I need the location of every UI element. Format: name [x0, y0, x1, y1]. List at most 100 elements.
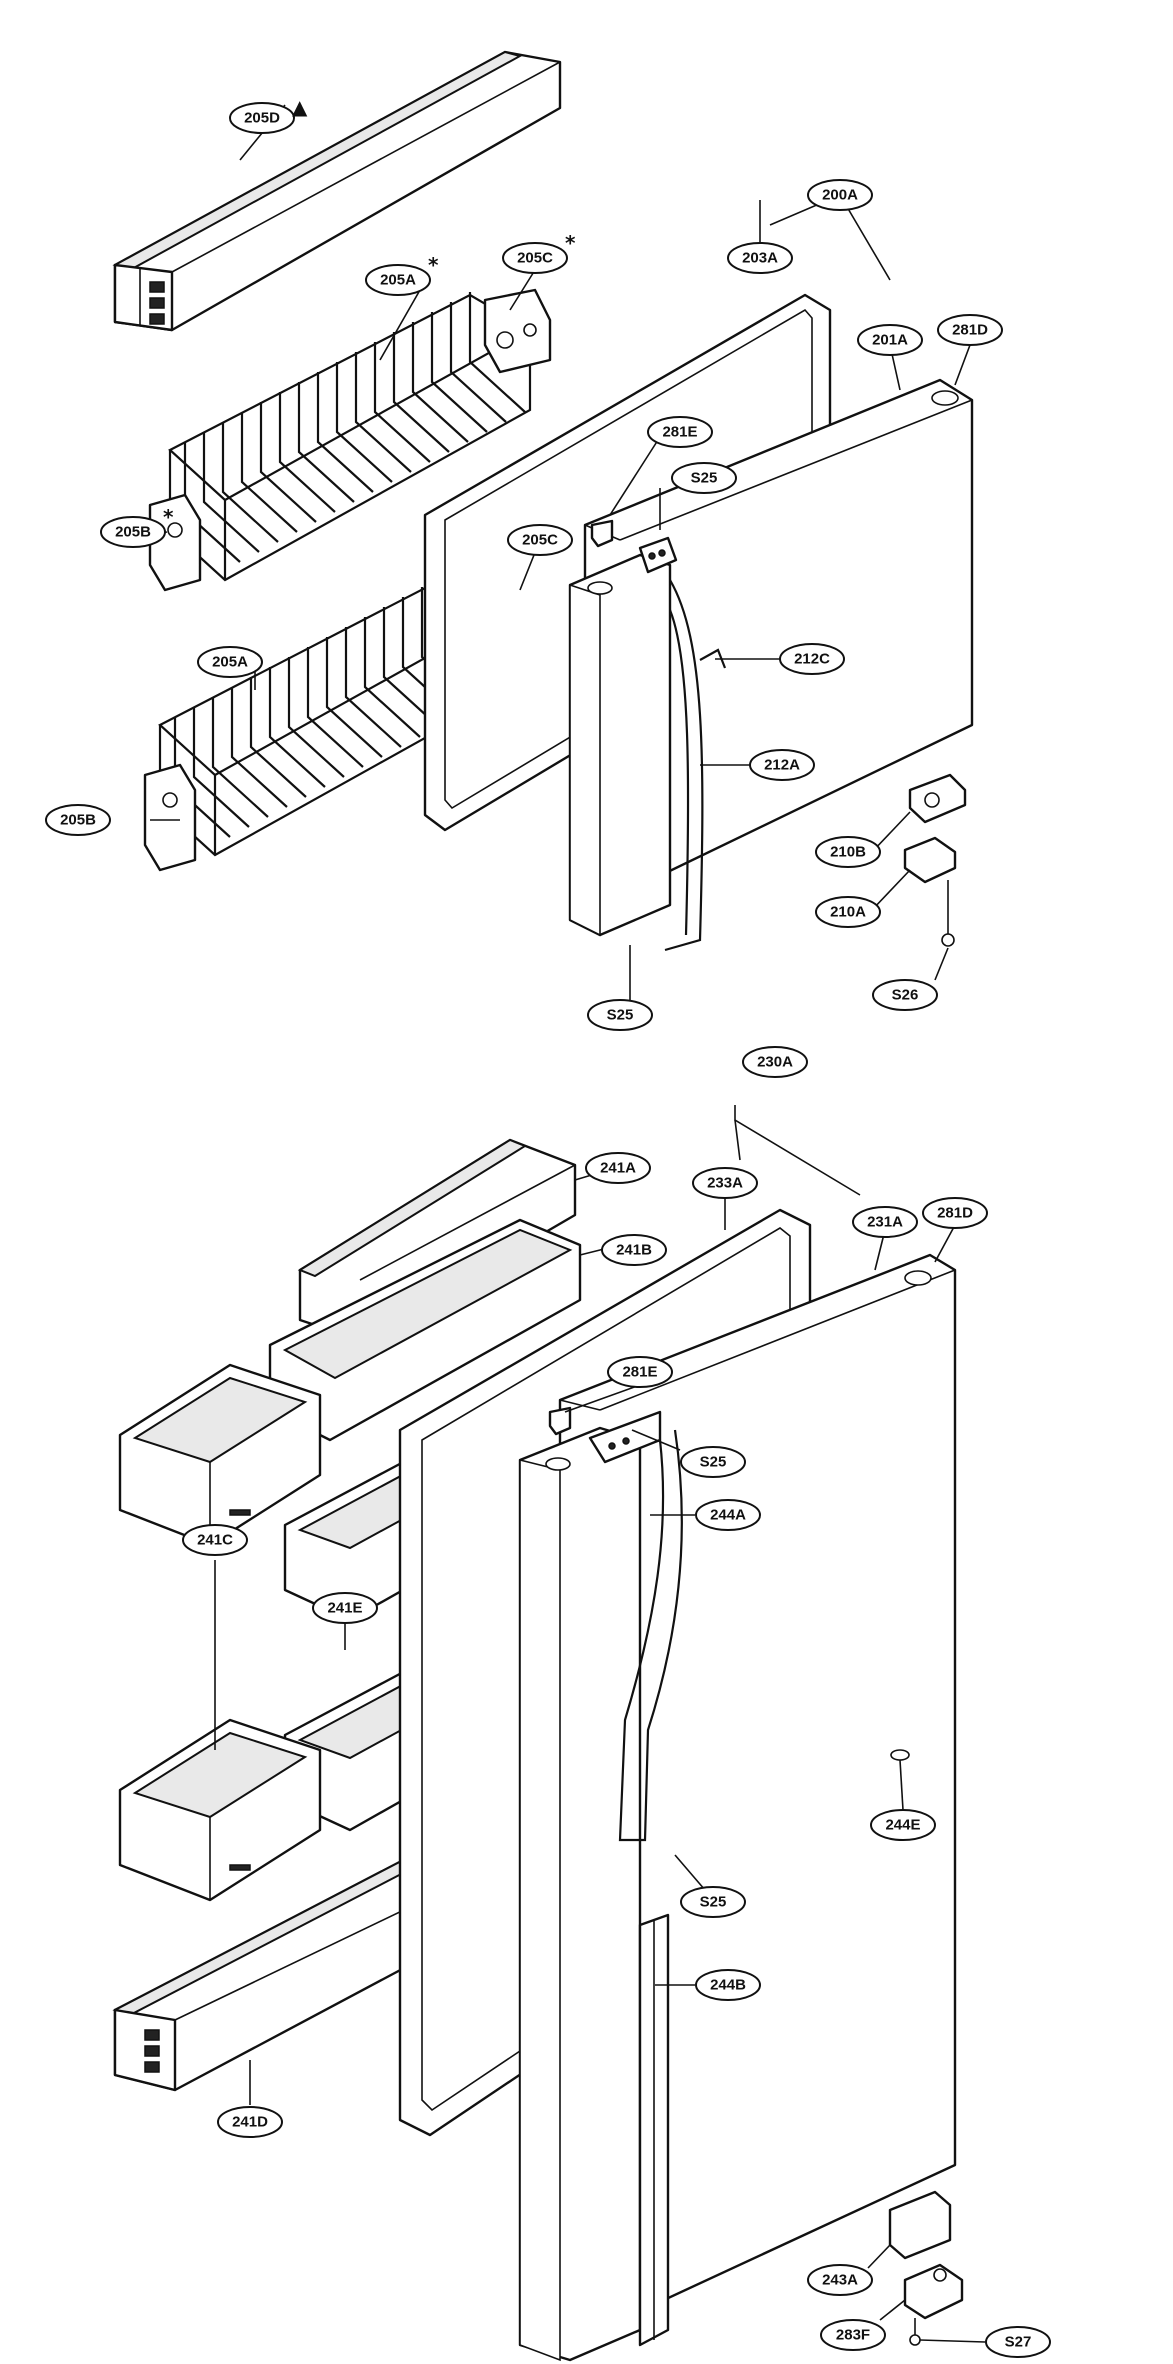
callout-oval: [680, 1446, 746, 1478]
shelf-rung: [392, 332, 450, 453]
callout-281d: 281D: [922, 1197, 988, 1229]
callout-label: 201A: [872, 332, 908, 349]
callout-label: 212A: [764, 757, 800, 774]
callout-oval: [742, 1046, 808, 1078]
door-bin-205D: [112, 50, 562, 332]
callout-203a: 203A: [727, 242, 793, 274]
callout-283f: 283F: [820, 2319, 886, 2351]
callout-label: 205D: [244, 110, 280, 127]
callout-oval: [312, 1592, 378, 1624]
callout-label: 241D: [232, 2114, 268, 2131]
callout-s25: S25: [587, 999, 653, 1031]
plug-281E-top: [590, 519, 614, 548]
callout-mark: *: [565, 231, 576, 255]
callout-233a: 233A: [692, 1167, 758, 1199]
shelf-rung: [268, 667, 326, 788]
shelf-rung: [249, 677, 307, 798]
shelf-rung: [373, 342, 431, 463]
shelf-rung: [202, 432, 260, 553]
callout-label: 241E: [327, 1600, 362, 1617]
door-bin-241C-upper: [118, 1363, 322, 1547]
callout-231a: 231A: [852, 1206, 918, 1238]
callout-label: 244B: [710, 1977, 746, 1994]
shelf-rung: [297, 382, 355, 503]
callout-label: 243A: [822, 2272, 858, 2289]
callout-label: 244E: [885, 1817, 920, 1834]
hinge-243A: [888, 2190, 964, 2346]
callout-label: 281E: [622, 1364, 657, 1381]
handle-trim-244B: [638, 1913, 670, 2347]
callout-s25: S25: [680, 1886, 746, 1918]
callout-mark: *: [163, 505, 174, 529]
callout-oval: [815, 836, 881, 868]
callout-241a: 241A: [585, 1152, 651, 1184]
callout-label: 205C: [517, 250, 553, 267]
shelf-rung: [335, 362, 393, 483]
callout-oval: [985, 2326, 1051, 2358]
callout-oval: [671, 462, 737, 494]
callout-212a: 212A: [749, 749, 815, 781]
callout-label: 205A: [380, 272, 416, 289]
callout-oval: [197, 646, 263, 678]
callout-200a: 200A: [807, 179, 873, 211]
callout-label: S25: [700, 1894, 727, 1911]
shelf-clip-205C-upper: [483, 288, 552, 374]
callout-210b: 210B: [815, 836, 881, 868]
callout-oval: [852, 1206, 918, 1238]
callout-281e: 281E: [607, 1356, 673, 1388]
callout-205b: 205B: [45, 804, 111, 836]
callout-205c: 205C *: [502, 231, 576, 274]
callout-oval: [695, 1969, 761, 2001]
callout-oval: [779, 643, 845, 675]
callout-205c: 205C: [507, 524, 573, 556]
shelf-rung: [287, 657, 345, 778]
shelf-rung: [363, 617, 421, 738]
callout-oval: [229, 102, 295, 134]
door-handle-244A: [518, 1410, 683, 2362]
callout-244e: 244E: [870, 1809, 936, 1841]
callout-241c: 241C: [182, 1524, 248, 1556]
callout-oval: [217, 2106, 283, 2138]
callout-label: 241B: [616, 1242, 652, 1259]
callout-label: 241A: [600, 1160, 636, 1177]
door-bin-241C-lower: [118, 1718, 322, 1902]
callout-243a: 243A: [807, 2264, 873, 2296]
shelf-rung: [221, 422, 279, 543]
shelf-rung: [306, 647, 364, 768]
wire-shelf-205A-upper: [168, 292, 533, 582]
callout-label: S25: [691, 470, 718, 487]
callout-244b: 244B: [695, 1969, 761, 2001]
shelf-rung: [354, 352, 412, 473]
callout-oval: [695, 1499, 761, 1531]
callout-205d: 205D ▲: [229, 95, 308, 134]
callout-oval: [587, 999, 653, 1031]
callout-mark: ▲: [292, 95, 308, 119]
callout-label: 205B: [60, 812, 96, 829]
callout-oval: [647, 416, 713, 448]
callout-oval: [937, 314, 1003, 346]
callout-212c: 212C: [779, 643, 845, 675]
callout-oval: [807, 2264, 873, 2296]
callout-oval: [507, 524, 573, 556]
shelf-rung: [240, 412, 298, 533]
shelf-clip-205B-upper: [148, 493, 202, 592]
callout-oval: [365, 264, 431, 296]
shelf-rung: [411, 322, 469, 443]
callout-oval: [820, 2319, 886, 2351]
shelf-rung: [211, 697, 269, 818]
callout-241d: 241D: [217, 2106, 283, 2138]
door-handle-212A: [568, 536, 727, 952]
callout-oval: [870, 1809, 936, 1841]
callout-oval: [601, 1234, 667, 1266]
callout-label: 212C: [794, 651, 830, 668]
callout-oval: [692, 1167, 758, 1199]
callout-label: 205B: [115, 524, 151, 541]
callout-201a: 201A: [857, 324, 923, 356]
callout-group: 205D ▲ 205A* 205C * 205B * 205C 205A 205B 200A 203A…: [45, 95, 1051, 2358]
shelf-rung: [325, 637, 383, 758]
callout-label: 231A: [867, 1214, 903, 1231]
callout-205a: 205A*: [365, 253, 439, 296]
callout-label: 205C: [522, 532, 558, 549]
callout-oval: [585, 1152, 651, 1184]
